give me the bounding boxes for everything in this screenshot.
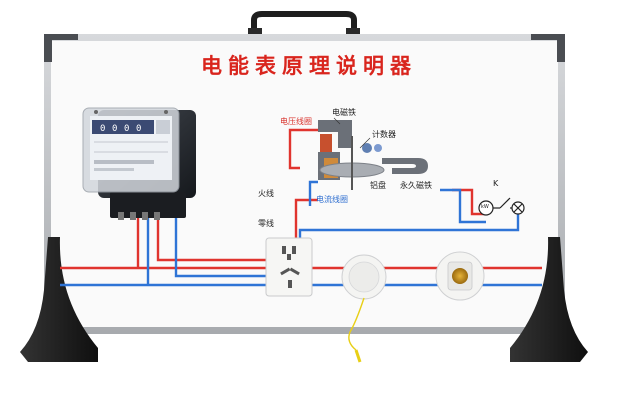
lamp-symbol-icon [511,201,525,215]
label-aluminum-disc: 铝盘 [370,181,386,190]
wall-socket-icon[interactable] [265,237,313,297]
voltage-coil-winding [320,134,332,152]
label-electromagnet: 电磁铁 [332,108,356,117]
label-switch-k: K [493,179,499,188]
left-stand [20,237,98,362]
label-current-coil: 电流线圈 [316,195,348,204]
electromagnet-core [318,120,352,148]
meter-digit: 0 [124,124,129,134]
permanent-magnet [382,158,428,174]
lamp-holder-icon[interactable] [435,251,485,301]
label-counter: 计数器 [372,130,396,139]
carry-handle-icon[interactable] [248,11,360,36]
kwh-symbol-label: kW [481,204,489,210]
label-neutral-wire: 零线 [258,219,274,228]
board-title: 电能表原理说明器 [201,54,417,78]
meter-principle-diagram [318,117,428,190]
meter-terminal-cover [110,192,186,218]
meter-digit: 0 [100,124,105,134]
corner-cap-top-left [44,34,78,62]
label-permanent-magnet: 永久磁铁 [400,181,432,190]
right-stand [510,237,588,362]
pull-cord-switch-icon[interactable] [341,254,387,363]
meter-digit: 0 [136,124,141,134]
label-fire-wire: 火线 [258,189,274,198]
counter-gear [362,143,372,153]
corner-cap-top-right [531,34,565,62]
meter-digit: 0 [112,124,117,134]
electric-meter[interactable]: 0 0 0 0 [82,107,196,220]
label-voltage-coil: 电压线圈 [280,117,312,126]
meter-counter-window [92,120,154,134]
